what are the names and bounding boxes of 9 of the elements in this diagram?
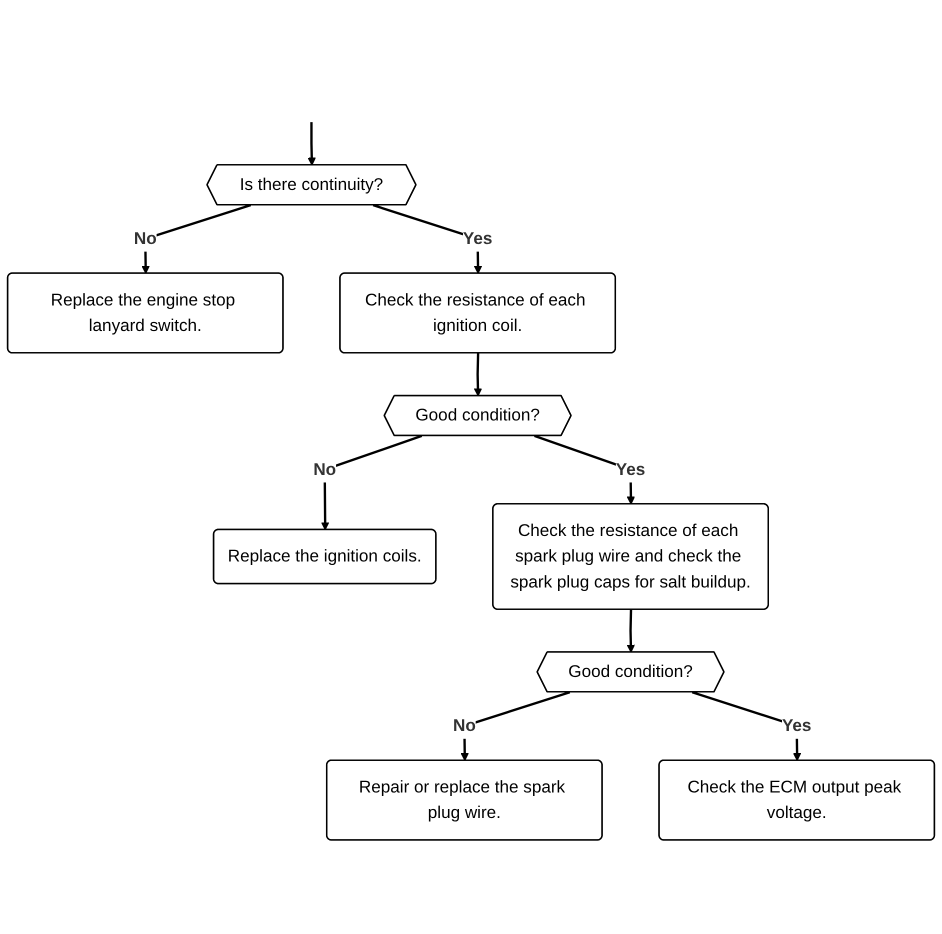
edge-label: No — [134, 229, 157, 248]
arrow — [308, 122, 316, 166]
arrow — [626, 610, 636, 653]
edge-label: Yes — [782, 716, 812, 736]
edge-label: No — [452, 716, 476, 736]
arrow — [474, 354, 482, 397]
edge-label: Yes — [462, 229, 492, 248]
edge-label: Yes — [616, 460, 646, 479]
edge-label: No — [313, 460, 336, 479]
